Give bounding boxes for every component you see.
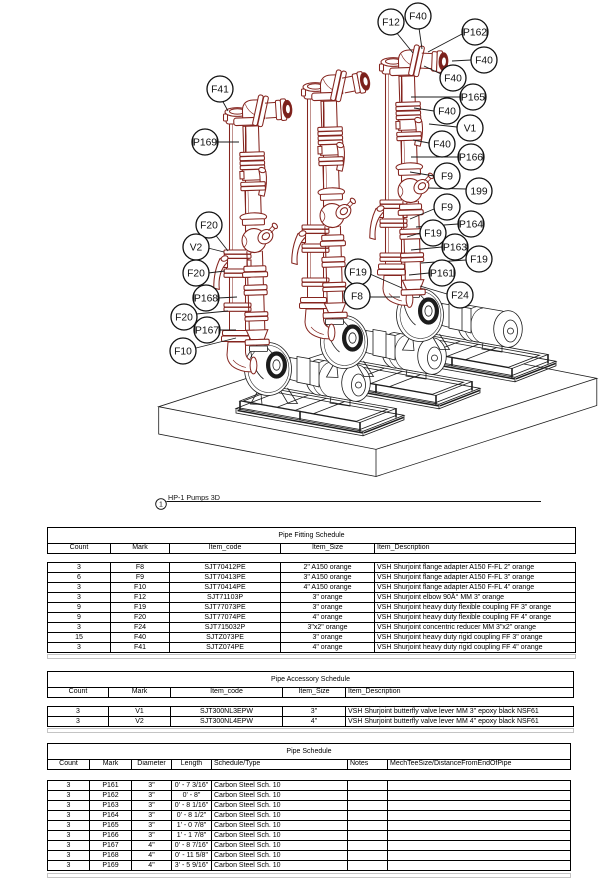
svg-text:P161: P161 [430,269,454,280]
svg-text:F20: F20 [200,221,218,232]
svg-text:F8: F8 [351,292,363,303]
svg-text:P163: P163 [443,243,467,254]
svg-text:F40: F40 [444,74,462,85]
svg-text:F19: F19 [470,255,488,266]
svg-text:F40: F40 [438,107,456,118]
svg-text:HP-1 Pumps 3D: HP-1 Pumps 3D [168,493,220,502]
svg-text:F20: F20 [175,313,193,324]
svg-text:P169: P169 [193,138,217,149]
svg-text:F41: F41 [211,85,229,96]
svg-text:F40: F40 [433,140,451,151]
svg-text:F12: F12 [382,18,400,29]
svg-text:P167: P167 [195,326,219,337]
svg-text:F19: F19 [349,268,367,279]
svg-text:F24: F24 [451,291,469,302]
svg-text:P165: P165 [461,93,485,104]
svg-text:199: 199 [470,187,487,198]
svg-text:V2: V2 [190,243,203,254]
svg-text:F40: F40 [409,12,427,23]
svg-text:P164: P164 [459,220,483,231]
svg-text:V1: V1 [464,124,477,135]
svg-text:P162: P162 [463,28,487,39]
svg-text:F19: F19 [424,229,442,240]
svg-text:P168: P168 [194,294,218,305]
svg-text:F10: F10 [174,347,192,358]
svg-text:F9: F9 [441,203,453,214]
svg-text:1: 1 [159,502,163,509]
svg-text:F9: F9 [441,172,453,183]
svg-text:F40: F40 [475,56,493,67]
svg-text:P166: P166 [459,153,483,164]
svg-text:F20: F20 [187,269,205,280]
